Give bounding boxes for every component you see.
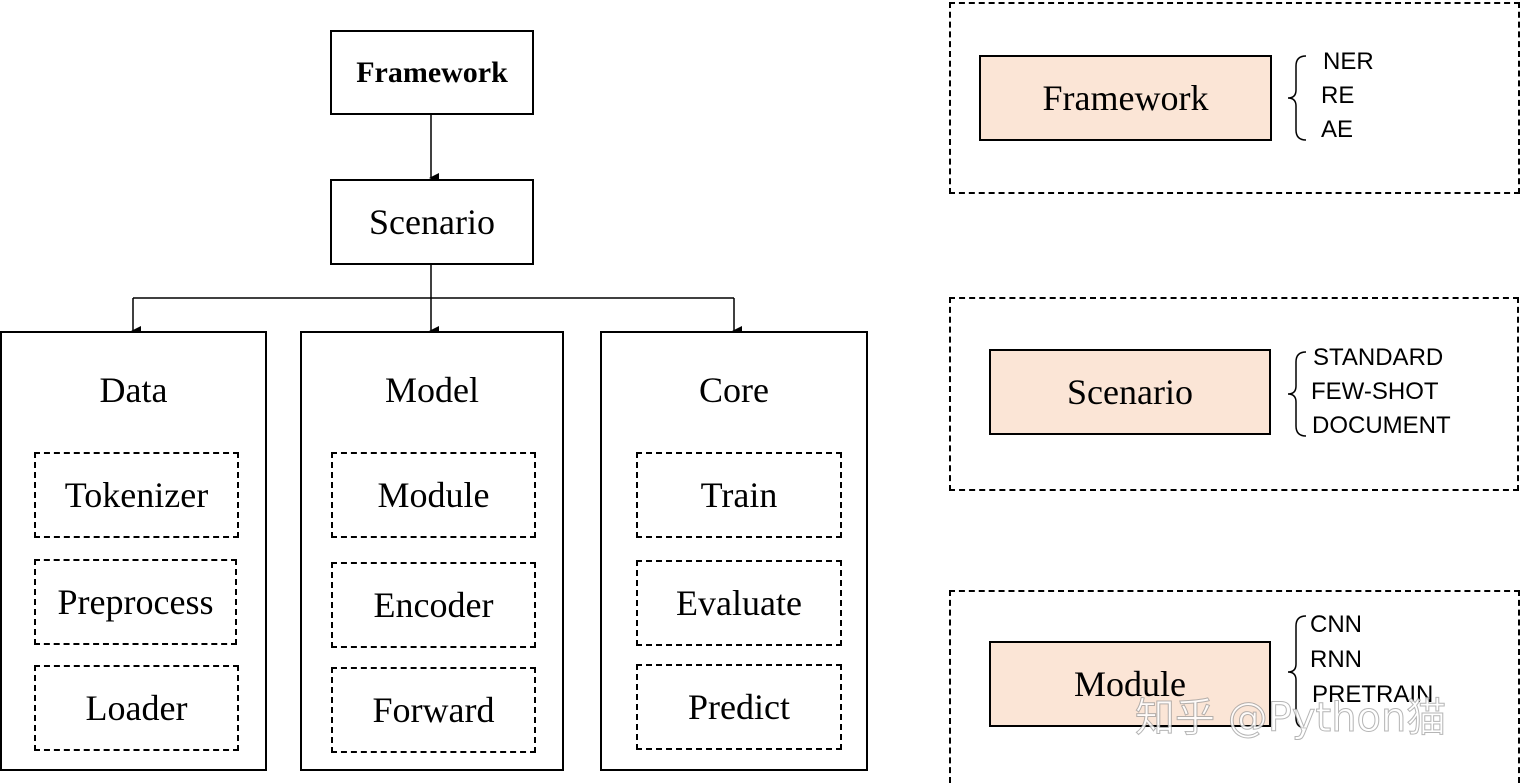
module-legend-panel	[949, 590, 1520, 783]
core-column: Core Train Evaluate Predict	[600, 331, 868, 771]
predict-box: Predict	[636, 664, 842, 750]
scenario-node: Scenario	[330, 179, 534, 265]
core-column-title: Core	[699, 370, 769, 410]
scenario-option-standard: STANDARD	[1313, 344, 1444, 371]
preprocess-box: Preprocess	[34, 559, 237, 645]
watermark-text: 知乎 @Python猫	[1134, 695, 1447, 742]
framework-legend-label: Framework	[1042, 78, 1209, 118]
loader-box: Loader	[34, 665, 239, 751]
scenario-option-document: DOCUMENT	[1312, 412, 1451, 439]
scenario-legend-panel	[949, 297, 1519, 491]
module-option-rnn: RNN	[1310, 646, 1362, 673]
framework-node-label: Framework	[356, 55, 508, 89]
data-column: Data Tokenizer Preprocess Loader	[0, 331, 267, 771]
framework-option-ae: AE	[1321, 116, 1354, 143]
tokenizer-box: Tokenizer	[34, 452, 239, 538]
module-label: Module	[377, 475, 490, 515]
train-box: Train	[636, 452, 842, 538]
module-option-pretrain: PRETRAIN	[1312, 681, 1434, 708]
forward-box: Forward	[331, 667, 536, 753]
module-option-cnn: CNN	[1310, 611, 1362, 638]
framework-options-brace	[1287, 55, 1307, 141]
scenario-node-label: Scenario	[369, 202, 495, 242]
scenario-legend-box: Scenario	[989, 349, 1271, 435]
module-legend-label: Module	[1074, 664, 1186, 704]
scenario-options-brace	[1287, 351, 1307, 437]
model-column: Model Module Encoder Forward	[300, 331, 564, 771]
scenario-option-few-shot: FEW-SHOT	[1311, 378, 1439, 405]
encoder-box: Encoder	[331, 562, 536, 648]
preprocess-label: Preprocess	[57, 582, 214, 622]
framework-option-ner: NER	[1323, 48, 1374, 75]
module-options-brace	[1287, 615, 1307, 729]
evaluate-box: Evaluate	[636, 560, 842, 646]
framework-option-re: RE	[1321, 82, 1355, 109]
framework-legend-panel	[949, 2, 1520, 194]
train-label: Train	[700, 475, 778, 515]
module-legend-box: Module	[989, 641, 1271, 727]
data-column-title: Data	[99, 370, 168, 410]
loader-label: Loader	[85, 688, 188, 728]
module-box: Module	[331, 452, 536, 538]
framework-legend-box: Framework	[979, 55, 1272, 141]
scenario-legend-label: Scenario	[1067, 372, 1193, 412]
encoder-label: Encoder	[373, 585, 494, 625]
predict-label: Predict	[688, 687, 790, 727]
tokenizer-label: Tokenizer	[64, 475, 209, 515]
model-column-title: Model	[385, 370, 479, 410]
forward-label: Forward	[372, 690, 495, 730]
framework-node: Framework	[330, 30, 534, 115]
evaluate-label: Evaluate	[676, 583, 802, 623]
